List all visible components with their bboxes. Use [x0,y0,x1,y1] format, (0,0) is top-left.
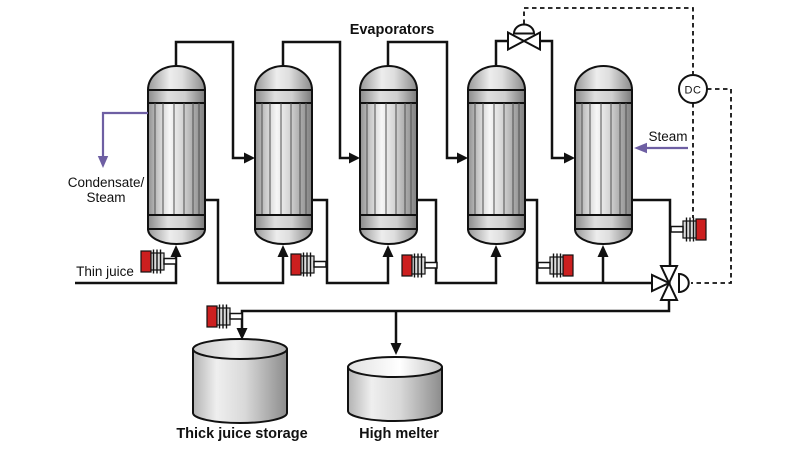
diagram-title: Evaporators [350,22,435,38]
flow-arrow-icon [349,152,360,164]
flow-arrow-icon [382,245,394,257]
steam-arrow [634,142,688,154]
transfer-pipe-4-5 [525,198,651,285]
evaporator-vessel-1 [147,65,206,245]
density-sensor-icon-5 [670,216,707,243]
density-controller: DC [678,74,708,104]
vapor-pipe-1-2 [174,40,244,160]
flow-arrow-icon [457,152,468,164]
controller-tag: DC [685,85,702,97]
condensate-label-line2: Steam [86,190,125,205]
vapor-pipe-4-valve [494,39,508,66]
vapor-pipe-valve-5 [540,39,564,160]
flow-arrow-icon [390,343,402,355]
controller-circle-icon [678,74,708,104]
evaporator-5-outlet-pipe [632,198,672,265]
thin-juice-label: Thin juice [76,264,134,279]
evaporator-vessel-3 [359,65,418,245]
flow-arrow-icon [170,245,182,257]
thin-juice-pipe [75,257,178,285]
transfer-pipe-2-3 [312,198,390,285]
flow-arrow-icon [236,328,248,340]
flow-arrow-icon [490,245,502,257]
steam-control-valve-icon [507,23,541,52]
signal-line-valve-dc [523,7,694,74]
high-melter-tank [347,356,443,422]
high-melter-label: High melter [359,426,439,442]
vapor-pipe-3-4 [386,40,457,160]
thick-juice-storage-tank [192,338,288,424]
signal-line-dc-threeway-valve [691,88,732,284]
transfer-pipe-1-2 [205,198,285,285]
control-signal-lines [523,7,732,284]
evaporator-vessel-2 [254,65,313,245]
thick-juice-storage-label: Thick juice storage [176,426,307,442]
density-sensor-icon-6 [206,303,243,330]
evaporator-vessel-5 [574,65,633,245]
density-sensor-icon-4 [537,252,574,279]
three-way-valve-icon [651,265,690,301]
condensate-label-line1: Condensate/ [68,175,145,190]
evaporator-vessel-4 [467,65,526,245]
thick-juice-product-pipe [240,299,671,328]
steam-label: Steam [648,129,687,144]
transfer-pipe-3-4 [417,198,498,285]
flow-arrow-icon [564,152,575,164]
vapor-pipe-2-3 [281,40,349,160]
density-sensor-icon-2 [290,251,327,278]
flow-arrow-icon [597,245,609,257]
density-sensor-icon-3 [401,252,438,279]
flow-arrow-icon [244,152,255,164]
flow-arrow-icon [277,245,289,257]
vapor-pipes [174,39,575,164]
condensate-steam-arrow [97,111,148,168]
density-sensor-icon-1 [140,248,177,275]
